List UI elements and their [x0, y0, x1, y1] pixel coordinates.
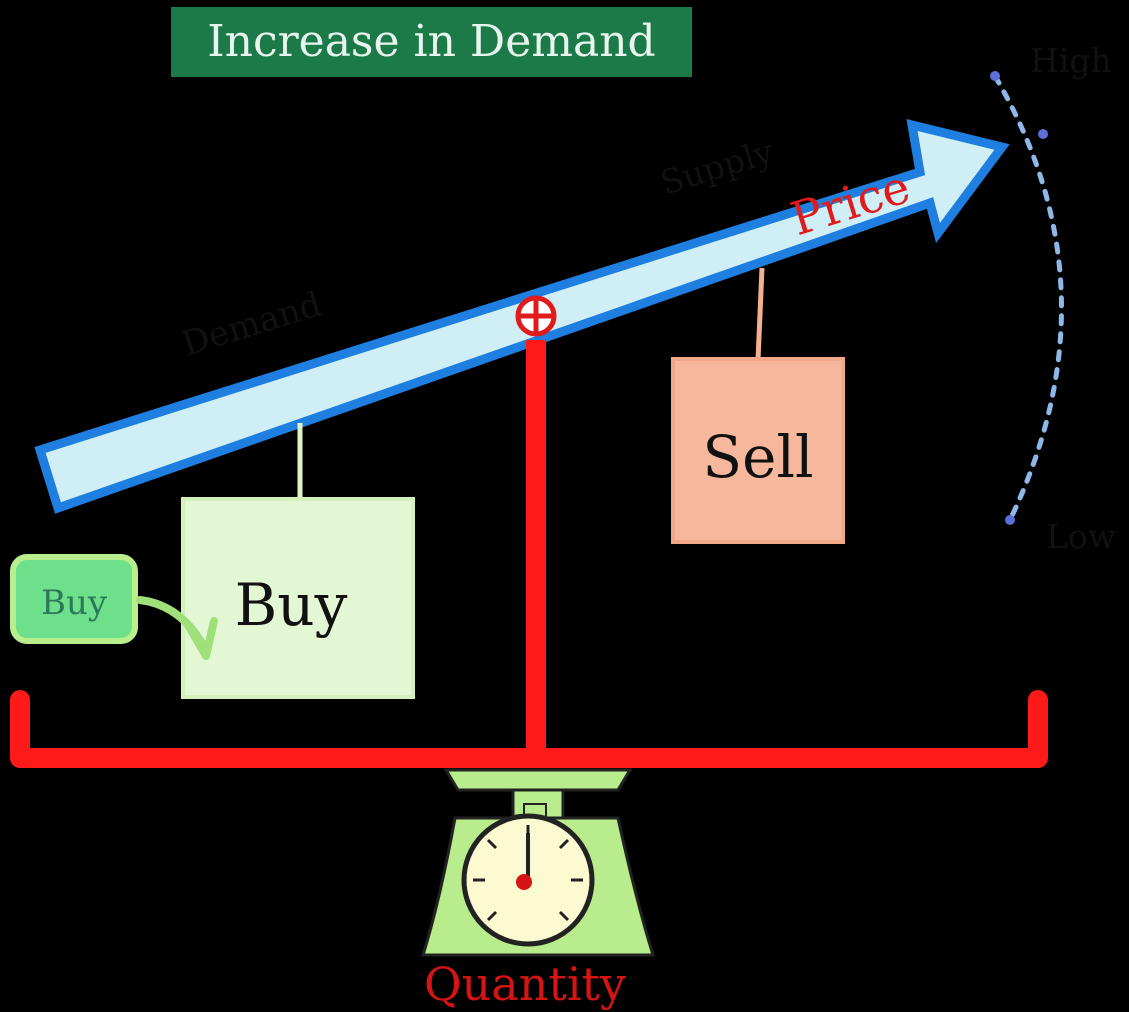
buy-tag-arrow-head: [184, 617, 218, 660]
high-label: High: [1030, 41, 1112, 80]
low-marker: [1005, 515, 1015, 525]
sell-box: [671, 357, 845, 544]
sell-box-label: Sell: [702, 423, 813, 491]
price-range-arc: [992, 73, 1064, 523]
buy-tag-label: Buy: [41, 583, 108, 623]
low-label: Low: [1046, 517, 1116, 556]
supply-label: Supply: [656, 131, 778, 202]
buy-box-label: Buy: [235, 571, 348, 639]
buy-tag: [10, 554, 138, 644]
page-title: Increase in Demand: [207, 16, 656, 67]
mid-marker: [1038, 129, 1048, 139]
quantity-label: Quantity: [424, 957, 626, 1011]
high-marker: [990, 71, 1000, 81]
demand-label: Demand: [177, 284, 326, 364]
scale-icon: [420, 768, 656, 957]
sell-string: [755, 267, 765, 361]
title-banner: Increase in Demand: [171, 7, 692, 77]
buy-box: [181, 497, 415, 699]
